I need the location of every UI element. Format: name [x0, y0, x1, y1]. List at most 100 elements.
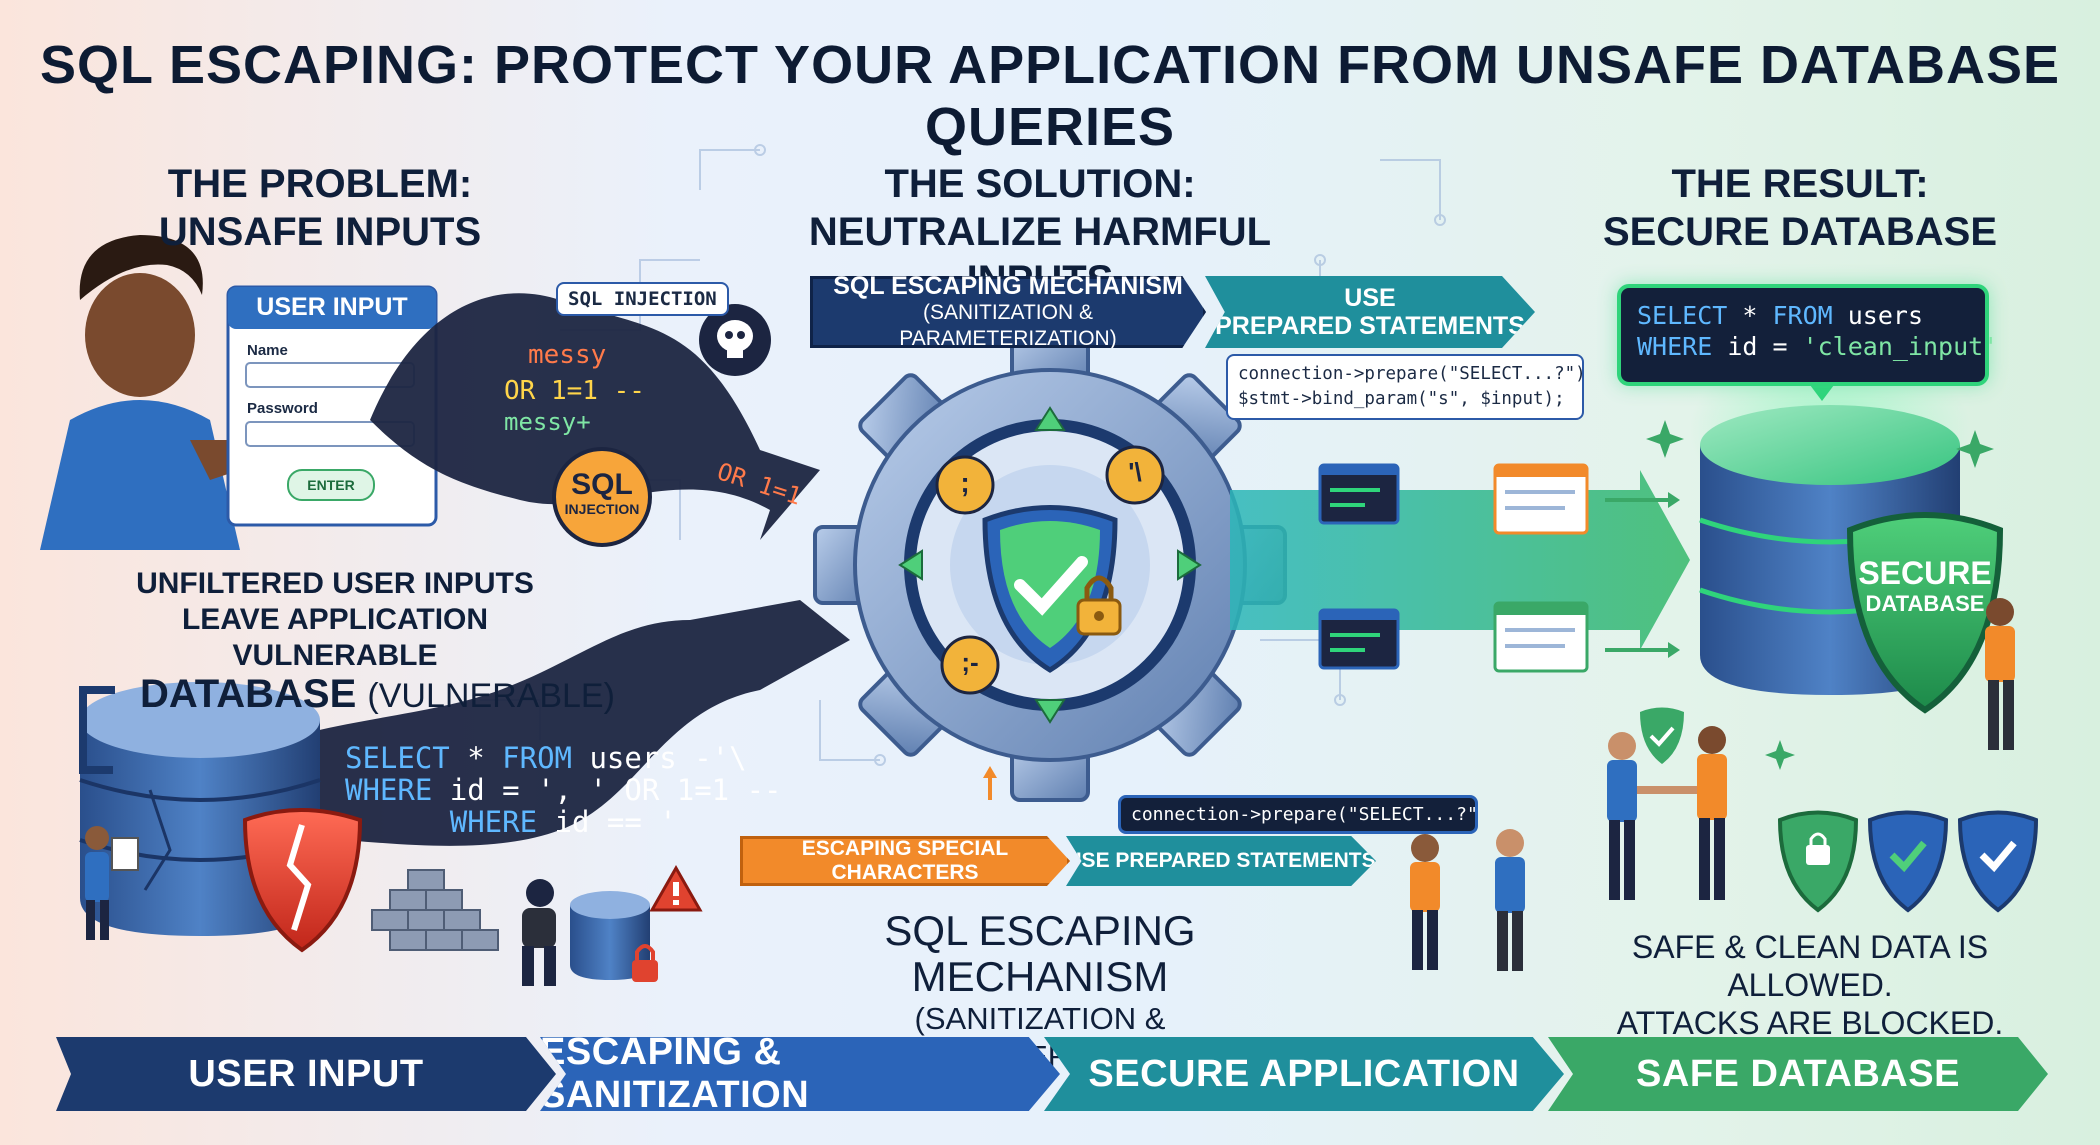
clean-kw-select: SELECT — [1637, 301, 1728, 330]
stream-text-3: messy+ — [504, 408, 591, 436]
result-caption: SAFE & CLEAN DATA IS ALLOWED. ATTACKS AR… — [1560, 928, 2060, 1042]
secure-flow-band — [1230, 470, 1690, 650]
up-arrow-head — [983, 766, 997, 778]
padlock-icon — [1076, 575, 1122, 636]
sql-badge-line2: INJECTION — [564, 501, 640, 517]
vuln-star: * — [449, 741, 503, 775]
shield-line2: DATABASE — [1865, 591, 1985, 616]
form-title: USER INPUT — [256, 293, 408, 321]
problem-heading: THE PROBLEM: UNSAFE INPUTS — [150, 160, 490, 256]
handshake-figures — [1607, 726, 1727, 900]
clean-id-eq: id = — [1712, 332, 1803, 361]
prepare-code-bubble: connection->prepare("SELECT...?") $stmt->… — [1226, 354, 1586, 420]
prepare-code-line2: $stmt->bind_param("s", $input); — [1238, 389, 1565, 409]
brick-wall — [371, 869, 499, 951]
team-figures-center — [1410, 829, 1525, 971]
vulnerable-query-code: SELECT * FROM users -'\ WHERE id = ', ' … — [345, 742, 782, 838]
problem-heading-line1: THE PROBLEM: — [167, 162, 473, 206]
broken-shield-icon — [242, 808, 363, 953]
enter-button[interactable]: ENTER — [307, 477, 355, 493]
solution-caption-line1: SQL ESCAPING MECHANISM — [884, 907, 1196, 1000]
name-field[interactable] — [246, 363, 414, 387]
page-title: SQL ESCAPING: PROTECT YOUR APPLICATION F… — [39, 35, 2061, 157]
skull-icon — [699, 304, 771, 376]
clean-kw-from: FROM — [1772, 301, 1833, 330]
check-shield-small-icon — [1640, 707, 1684, 764]
prepared-tag-line1: USE — [1344, 284, 1396, 312]
sql-badge-line1: SQL — [571, 468, 633, 501]
symbol-semicolon-dash: ;- — [961, 647, 979, 677]
password-field[interactable] — [246, 422, 414, 446]
clean-star: * — [1727, 301, 1773, 330]
injection-stream-bottom — [240, 600, 850, 846]
secure-shield-text: SECURE DATABASE — [1850, 556, 2000, 618]
problem-caption: UNFILTERED USER INPUTS LEAVE APPLICATION… — [100, 566, 570, 674]
secure-shield-icon — [1846, 512, 2004, 714]
result-heading: THE RESULT: SECURE DATABASE — [1590, 160, 2010, 256]
user-input-form-frame — [226, 285, 438, 527]
symbol-semicolon: ; — [960, 467, 970, 498]
vuln-kw-where-2: WHERE — [449, 805, 538, 839]
shield-row-icons — [1777, 810, 2039, 913]
stream-text-2: OR 1=1 -- — [504, 376, 645, 406]
clean-input-string: 'clean_input' — [1802, 332, 1999, 361]
symbol-bubbles — [935, 445, 1165, 695]
worker-figure-left — [85, 826, 139, 940]
problem-caption-line2: LEAVE APPLICATION VULNERABLE — [181, 603, 489, 672]
database-vulnerable-label: DATABASE (VULNERABLE) — [140, 672, 615, 717]
db-label-main: DATABASE — [140, 672, 357, 716]
result-heading-line1: THE RESULT: — [1671, 162, 1929, 206]
flow-step-safe-db: SAFE DATABASE — [1548, 1037, 2048, 1111]
attacker-figure — [522, 879, 650, 986]
mechanism-tag-line1: SQL ESCAPING MECHANISM — [833, 272, 1183, 300]
result-heading-line2: SECURE DATABASE — [1602, 210, 1998, 254]
flow-step-user-input: USER INPUT — [56, 1037, 556, 1111]
result-caption-line2: ATTACKS ARE BLOCKED. — [1616, 1005, 2004, 1041]
name-label: Name — [247, 342, 288, 359]
flow-step-secure-app: SECURE APPLICATION — [1044, 1037, 1564, 1111]
shield-check-icon — [982, 505, 1118, 673]
vuln-line3-rest: id == ' — [537, 805, 677, 839]
vuln-line2-rest: id = ', ' OR 1=1 -- — [432, 773, 782, 807]
guard-figure — [1985, 598, 2015, 750]
code-window-icons — [1318, 463, 1589, 673]
clean-users: users — [1832, 301, 1923, 330]
sql-badge-text: SQL INJECTION — [556, 470, 648, 518]
result-arrows — [1605, 498, 1675, 652]
prepared-tag-line2: PREPARED STATEMENTS — [1215, 312, 1525, 340]
code-pointer — [1810, 385, 1834, 401]
mechanism-tag-line2: (SANITIZATION & PARAMETERIZATION) — [899, 301, 1117, 350]
gear-arrows — [898, 406, 1202, 724]
vuln-kw-select: SELECT — [345, 741, 450, 775]
db-label-sub: (VULNERABLE) — [367, 677, 615, 715]
clean-query-code: SELECT * FROM users WHERE id = 'clean_in… — [1617, 284, 1998, 386]
prepared-statements-tag: USE PREPARED STATEMENTS — [1205, 276, 1535, 348]
clean-kw-where: WHERE — [1637, 332, 1713, 361]
vuln-kw-from: FROM — [502, 741, 572, 775]
problem-heading-line2: UNSAFE INPUTS — [158, 210, 482, 254]
worried-user-figure — [40, 235, 270, 550]
vuln-line1-rest: users -'\ — [572, 741, 747, 775]
prepared-statements-small-tag: USE PREPARED STATEMENTS — [1066, 836, 1376, 886]
mechanism-tag: SQL ESCAPING MECHANISM (SANITIZATION & P… — [810, 276, 1206, 348]
loop-arrow — [79, 686, 115, 774]
vuln-kw-where-1: WHERE — [345, 773, 433, 807]
sql-injection-badge-circle — [552, 447, 652, 547]
result-caption-line1: SAFE & CLEAN DATA IS ALLOWED. — [1631, 929, 1989, 1003]
stream-text-1: messy — [528, 340, 607, 370]
shield-line1: SECURE — [1858, 555, 1992, 591]
escaping-special-characters-tag: ESCAPING SPECIAL CHARACTERS — [740, 836, 1070, 886]
sql-injection-bubble: SQL INJECTION — [556, 282, 729, 316]
solution-heading-line1: THE SOLUTION: — [884, 162, 1196, 206]
flow-step-escaping: ESCAPING & SANITIZATION — [540, 1037, 1060, 1111]
injection-stream-top — [370, 293, 820, 540]
problem-caption-line1: UNFILTERED USER INPUTS — [136, 567, 534, 600]
symbol-quote-backslash: '\ — [1128, 457, 1142, 487]
password-label: Password — [247, 400, 318, 417]
sparkles — [1646, 420, 1994, 770]
prepare-code-line1: connection->prepare("SELECT...?") — [1238, 364, 1586, 384]
lower-prepare-code: connection->prepare("SELECT...?") — [1118, 795, 1478, 834]
warning-icon — [649, 864, 703, 912]
padlock-icon-red — [632, 944, 658, 982]
